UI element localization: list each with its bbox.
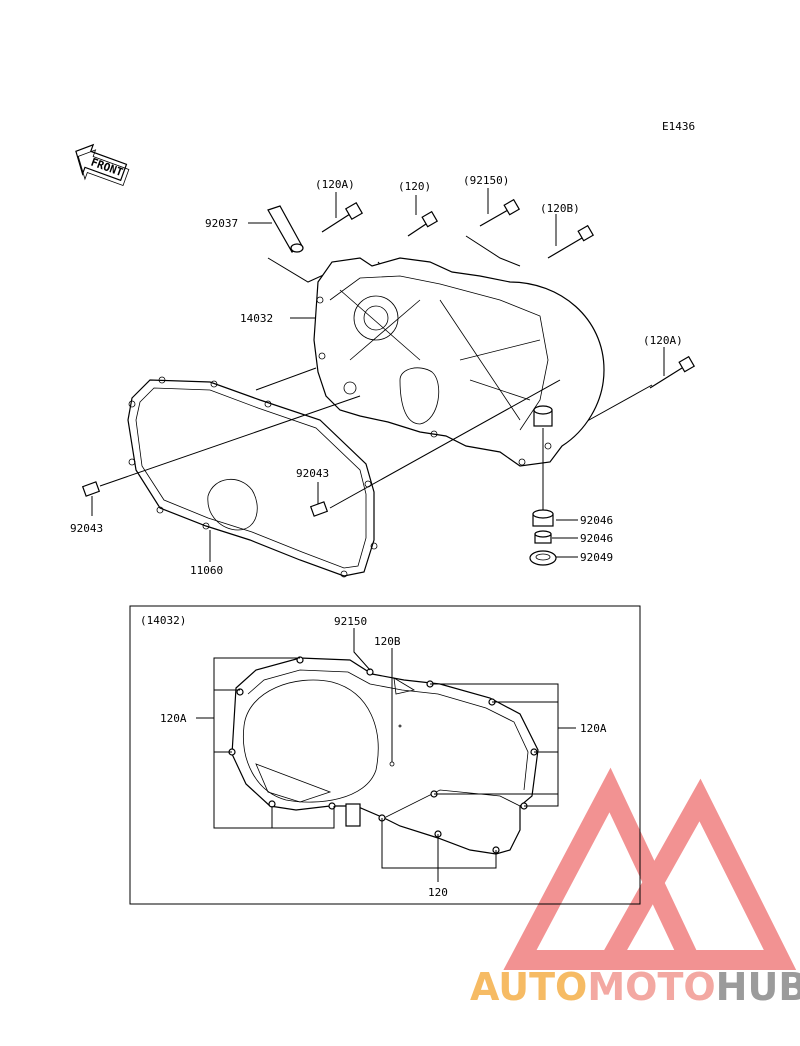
bolt-120a-top: [321, 201, 364, 233]
detail-label-120b: 120B: [374, 635, 401, 648]
watermark-auto: AUTO: [470, 965, 587, 1009]
diagram-code: E1436: [662, 120, 695, 133]
detail-label-120a-right: 120A: [580, 722, 607, 735]
label-92043-left: 92043: [70, 522, 103, 535]
label-92037: 92037: [205, 217, 238, 230]
bolt-120a-right: [649, 355, 696, 389]
clutch-cover-14032: [313, 257, 605, 467]
pin-92037: [267, 205, 304, 253]
watermark-moto: MOTO: [587, 965, 715, 1009]
label-92046-b: 92046: [580, 532, 613, 545]
detail-label-120a-left: 120A: [160, 712, 187, 725]
bolt-120b-top: [547, 224, 595, 259]
watermark-logo: AUTOMOTOHUB: [470, 767, 800, 1009]
bushing-92046-b: [534, 530, 552, 544]
dowel-92043-left: [81, 481, 101, 497]
watermark-triangle-right: [592, 778, 797, 970]
seal-92049: [529, 550, 557, 566]
label-120-top: (120): [398, 180, 431, 193]
label-92049: 92049: [580, 551, 613, 564]
label-92150-top: (92150): [463, 174, 509, 187]
dowel-92043-center: [309, 501, 329, 517]
label-120b-top: (120B): [540, 202, 580, 215]
bushing-92046-a: [532, 509, 554, 527]
label-92043-center: 92043: [296, 467, 329, 480]
gasket-11060: [127, 376, 378, 578]
screw-92150-top: [479, 198, 521, 227]
watermark-text: AUTOMOTOHUB: [470, 965, 800, 1009]
detail-label-92150: 92150: [334, 615, 367, 628]
detail-title: (14032): [140, 614, 186, 627]
label-11060: 11060: [190, 564, 223, 577]
detail-box: (14032) 92150 120B: [129, 605, 641, 905]
detail-label-120: 120: [428, 886, 448, 899]
bolt-120-top: [407, 210, 439, 237]
label-92046-a: 92046: [580, 514, 613, 527]
watermark-hub: HUB: [716, 965, 800, 1009]
label-120a-right: (120A): [643, 334, 683, 347]
label-120a-top: (120A): [315, 178, 355, 191]
label-14032: 14032: [240, 312, 273, 325]
front-arrow-icon: FRONT: [75, 143, 130, 186]
